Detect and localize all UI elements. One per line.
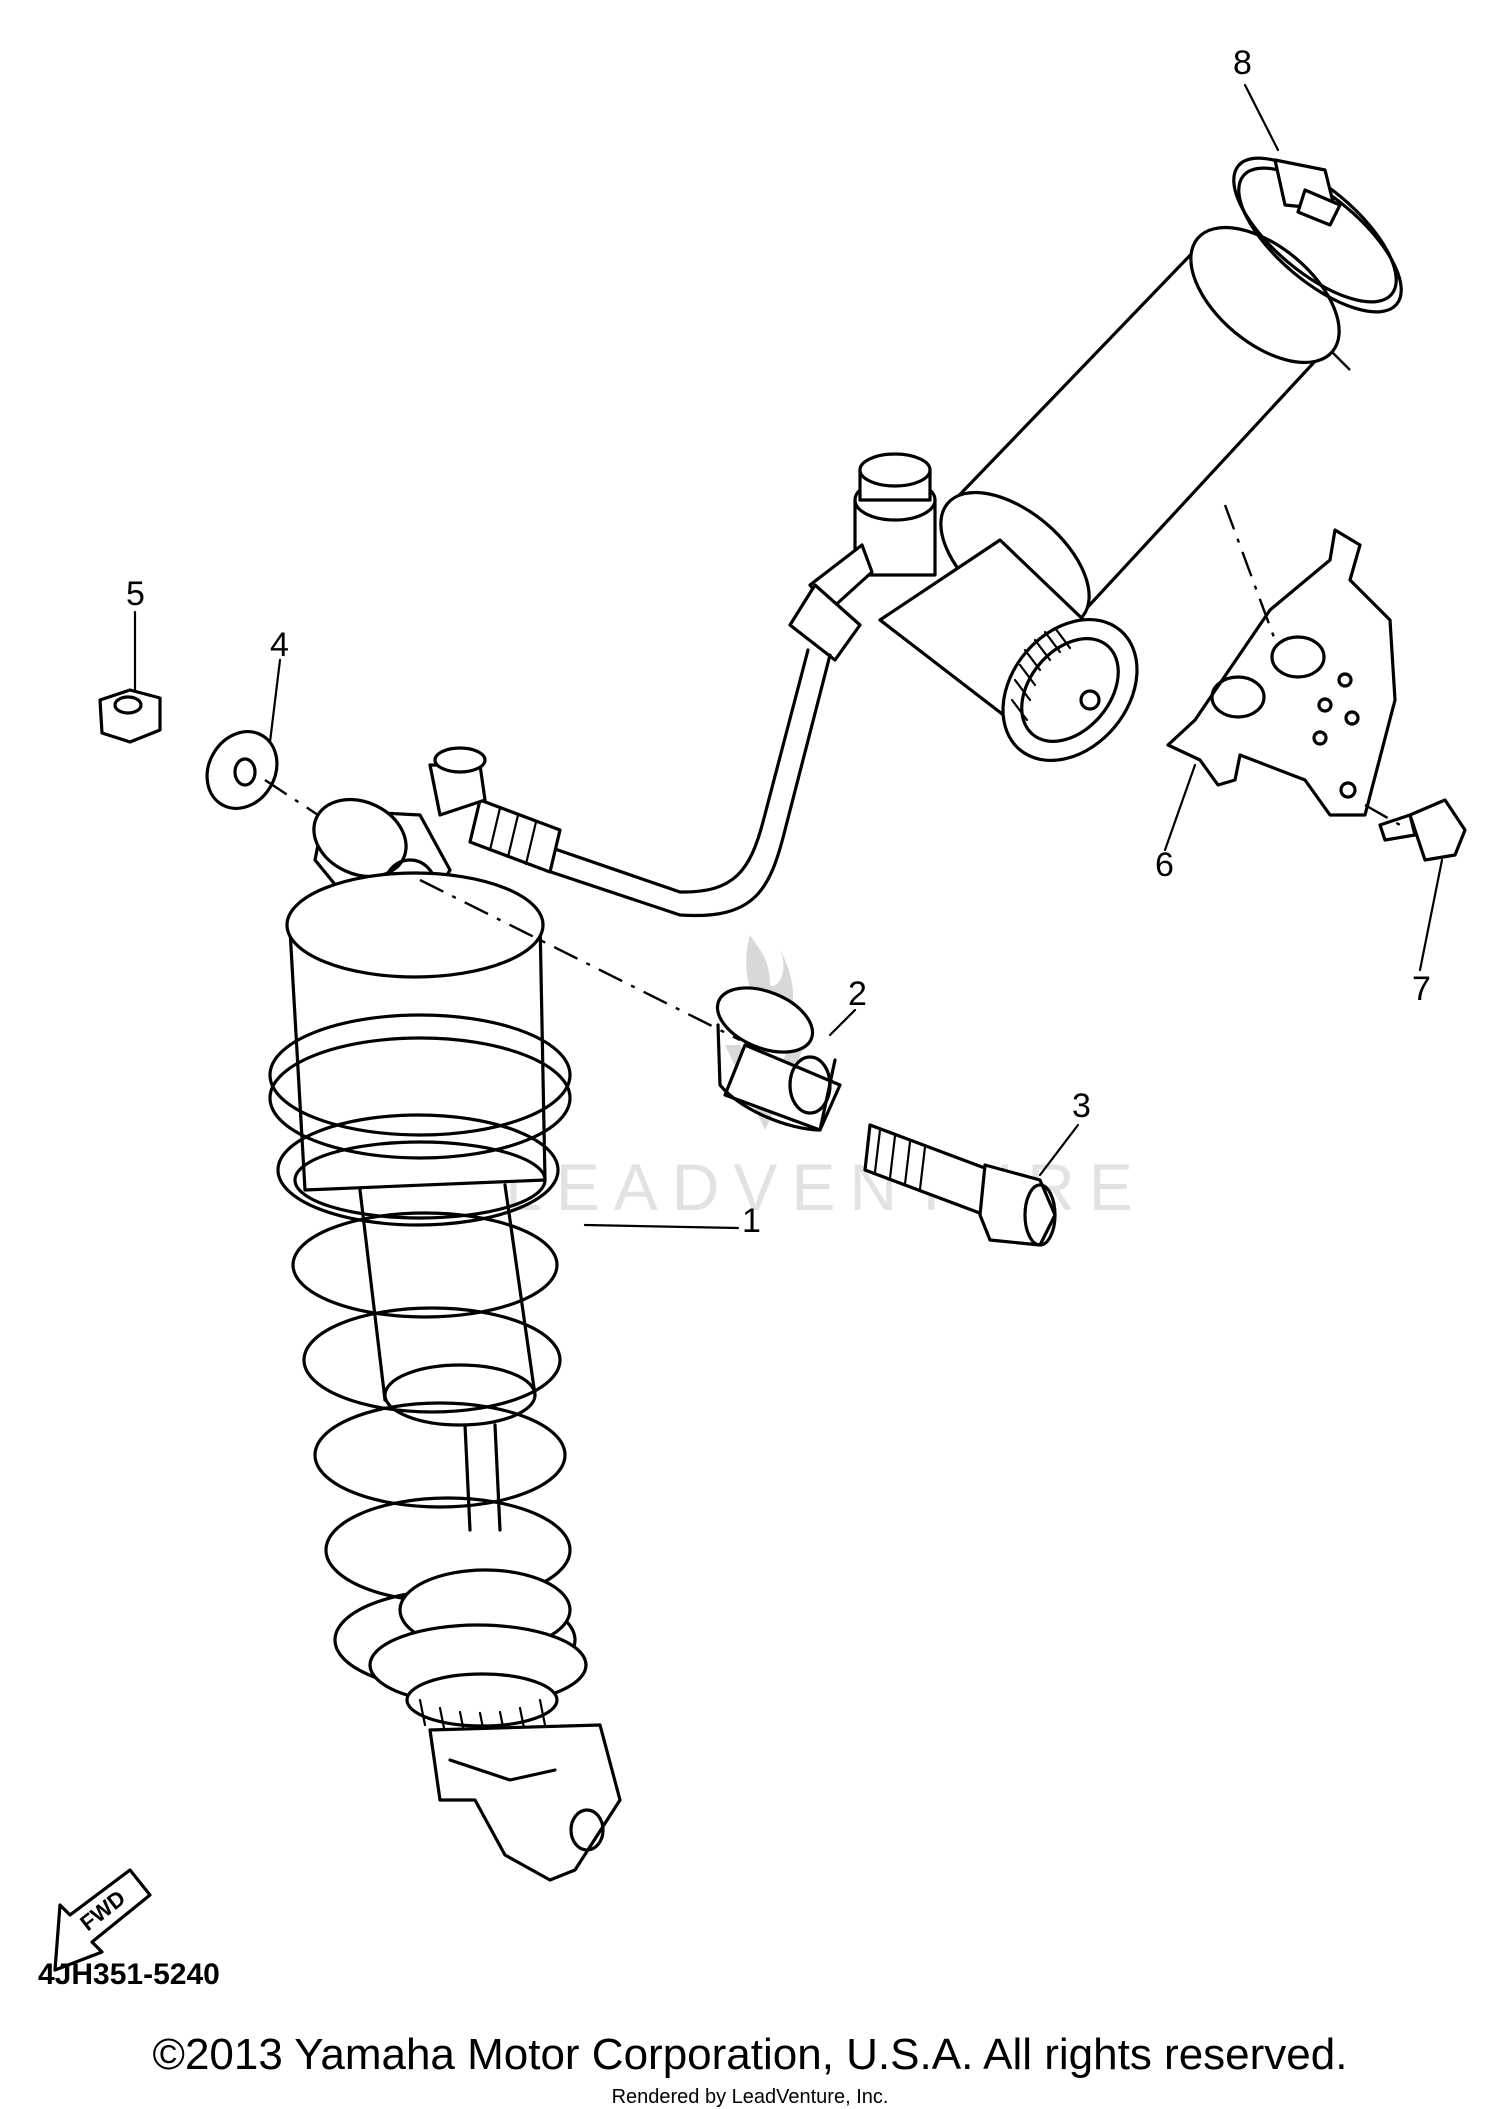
- bracket-bolt: [1378, 798, 1467, 862]
- alignment-lines: [264, 344, 1401, 1042]
- callouts: 1 2 3 4 5 6 7 8: [126, 44, 1431, 1240]
- rendered-by-notice: Rendered by LeadVenture, Inc.: [611, 2086, 889, 2108]
- callout-8: 8: [1233, 44, 1252, 82]
- callout-6: 6: [1155, 846, 1174, 884]
- shock-absorber: [268, 746, 622, 1882]
- reservoir-bracket: [1166, 528, 1397, 817]
- callout-4: 4: [270, 626, 289, 664]
- coil-spring: [268, 1013, 577, 1692]
- callout-3: 3: [1072, 1087, 1091, 1125]
- copyright-notice: ©2013 Yamaha Motor Corporation, U.S.A. A…: [152, 2030, 1348, 2079]
- callout-7: 7: [1412, 970, 1431, 1008]
- callout-1: 1: [742, 1202, 761, 1240]
- callout-2: 2: [848, 975, 867, 1013]
- callout-5: 5: [126, 575, 145, 613]
- fwd-arrow: FWD: [53, 1868, 152, 1972]
- leader-lines: [133, 83, 1444, 1230]
- nut: [98, 688, 162, 744]
- reservoir-hose: [468, 648, 832, 918]
- bolt: [863, 1123, 1057, 1247]
- washer: [205, 730, 279, 810]
- diagram-code: 4JH351-5240: [38, 1958, 220, 1991]
- reservoir-clamp: [1232, 156, 1403, 314]
- reservoir-canister: [788, 225, 1341, 763]
- collar: [715, 986, 842, 1132]
